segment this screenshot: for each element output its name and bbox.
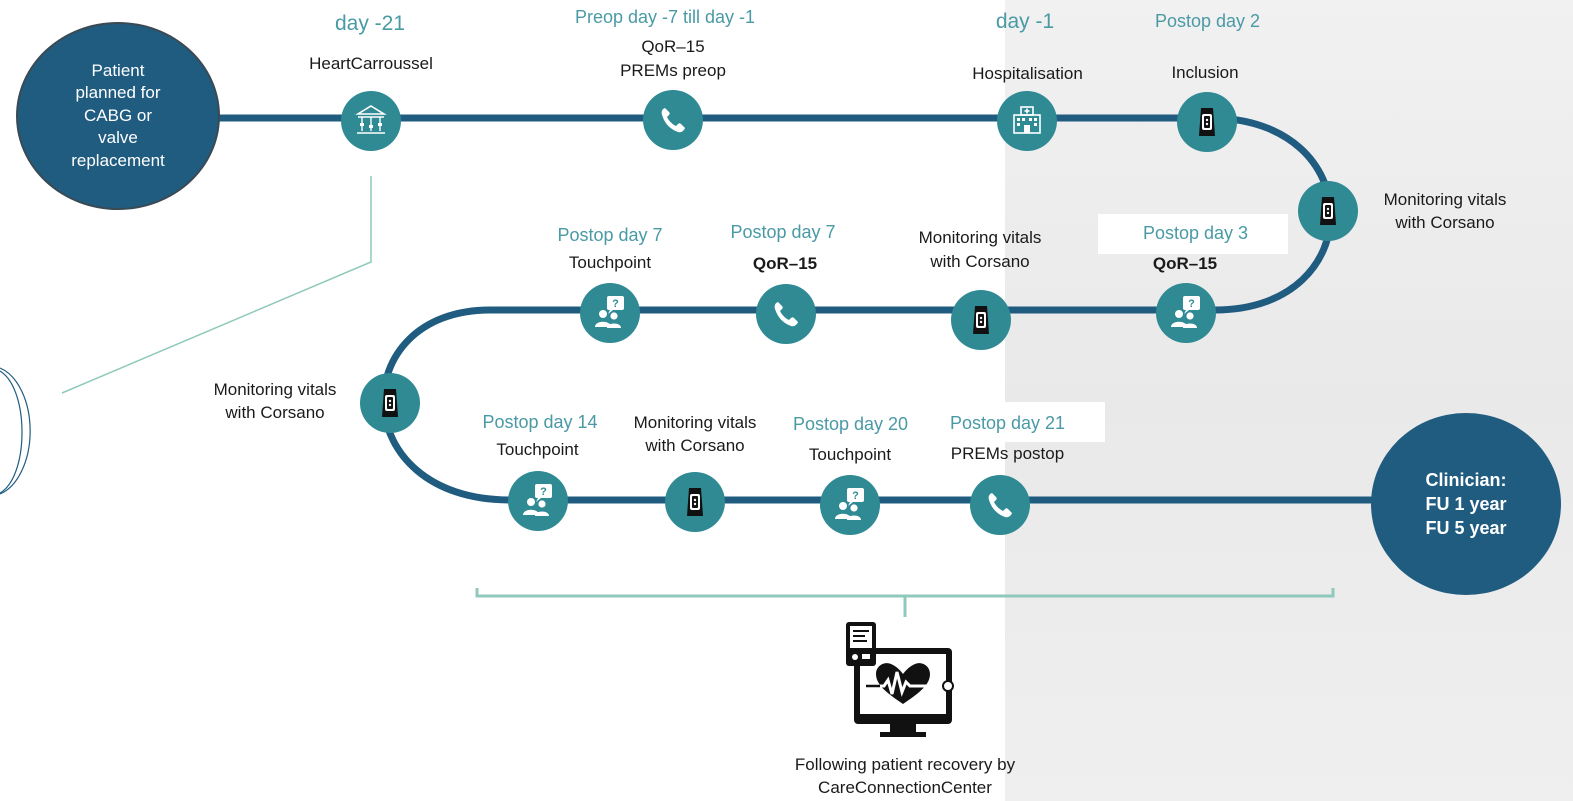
step-name: with Corsano bbox=[645, 436, 745, 455]
bracket-line bbox=[475, 588, 1335, 598]
step-name: with Corsano bbox=[930, 252, 1030, 271]
step-name: Monitoring vitals bbox=[918, 228, 1042, 247]
phone-icon bbox=[661, 108, 685, 133]
start-line: CABG or bbox=[83, 105, 153, 125]
step-day: Postop day 20 bbox=[792, 414, 909, 434]
carousel-icon bbox=[355, 105, 387, 134]
svg-text:?: ? bbox=[1188, 298, 1195, 310]
footer-text: Following patient recovery by bbox=[794, 755, 1016, 774]
step-day: day -1 bbox=[995, 10, 1055, 33]
step-day: Postop day 7 bbox=[730, 222, 836, 242]
step-name: HeartCarroussel bbox=[309, 54, 433, 73]
step-day: Postop day 14 bbox=[482, 412, 598, 432]
svg-text:?: ? bbox=[540, 486, 547, 498]
start-line: valve bbox=[98, 128, 138, 148]
start-line: replacement bbox=[71, 150, 165, 170]
step-day: Postop day 2 bbox=[1154, 11, 1261, 31]
background-panel bbox=[1005, 0, 1573, 801]
monitor-heart-icon bbox=[846, 622, 954, 737]
start-line: planned for bbox=[75, 83, 161, 103]
wearable-icon bbox=[1199, 108, 1215, 136]
step-name: Monitoring vitals bbox=[633, 413, 757, 432]
phone-icon bbox=[774, 302, 798, 327]
step-node bbox=[643, 90, 703, 150]
step-node bbox=[1298, 181, 1358, 241]
step-name: Monitoring vitals bbox=[1383, 190, 1507, 209]
svg-text:?: ? bbox=[852, 490, 859, 502]
label-backdrop bbox=[1098, 214, 1288, 254]
end-line: FU 5 year bbox=[1425, 518, 1507, 538]
step-node: ? bbox=[580, 283, 640, 343]
start-line: Patient bbox=[91, 60, 145, 80]
footer-text: CareConnectionCenter bbox=[818, 778, 992, 797]
step-node: ? bbox=[1156, 283, 1216, 343]
step-name: Hospitalisation bbox=[972, 64, 1083, 83]
step-name: Monitoring vitals bbox=[213, 380, 337, 399]
touchpoint-icon: ? bbox=[835, 488, 864, 520]
step-node bbox=[360, 373, 420, 433]
step-day: day -21 bbox=[334, 12, 406, 35]
step-day: Postop day 7 bbox=[557, 225, 663, 245]
step-node bbox=[665, 472, 725, 532]
step-node bbox=[341, 91, 401, 151]
wearable-icon bbox=[687, 488, 703, 516]
partial-circle bbox=[0, 370, 23, 494]
step-node bbox=[997, 91, 1057, 151]
step-node bbox=[756, 284, 816, 344]
step-name: QoR–15 bbox=[1152, 254, 1218, 273]
end-line: FU 1 year bbox=[1425, 494, 1507, 514]
touchpoint-icon: ? bbox=[595, 296, 624, 328]
step-name: QoR–15 bbox=[752, 254, 818, 273]
step-name: QoR–15 bbox=[641, 37, 705, 56]
step-name: Inclusion bbox=[1171, 63, 1239, 82]
hospital-icon bbox=[1013, 106, 1041, 134]
touchpoint-icon: ? bbox=[1171, 296, 1200, 328]
start-circle: Patient planned for CABG or valve replac… bbox=[16, 22, 220, 210]
step-name: PREMs postop bbox=[950, 444, 1065, 463]
step-node: ? bbox=[820, 475, 880, 535]
callout-line bbox=[61, 176, 372, 394]
step-name: Touchpoint bbox=[496, 440, 579, 459]
step-day: Postop day 3 bbox=[1142, 223, 1249, 243]
step-day: Preop day -7 till day -1 bbox=[574, 7, 756, 27]
label-backdrop bbox=[940, 402, 1105, 442]
end-line: Clinician: bbox=[1425, 470, 1507, 490]
svg-text:?: ? bbox=[612, 298, 619, 310]
touchpoint-icon: ? bbox=[523, 484, 552, 516]
wearable-icon bbox=[1320, 197, 1336, 225]
step-day: Postop day 21 bbox=[949, 413, 1066, 433]
step-node bbox=[951, 290, 1011, 350]
step-name: with Corsano bbox=[1395, 213, 1495, 232]
step-name: with Corsano bbox=[225, 403, 325, 422]
step-node bbox=[970, 475, 1030, 535]
phone-icon bbox=[988, 493, 1012, 518]
end-circle: Clinician: FU 1 year FU 5 year bbox=[1371, 413, 1561, 595]
step-node bbox=[1177, 92, 1237, 152]
wearable-icon bbox=[973, 306, 989, 334]
step-name: PREMs preop bbox=[620, 61, 726, 80]
step-name: Touchpoint bbox=[808, 445, 892, 464]
step-name: Touchpoint bbox=[568, 253, 652, 272]
step-node: ? bbox=[508, 471, 568, 531]
wearable-icon bbox=[382, 389, 398, 417]
